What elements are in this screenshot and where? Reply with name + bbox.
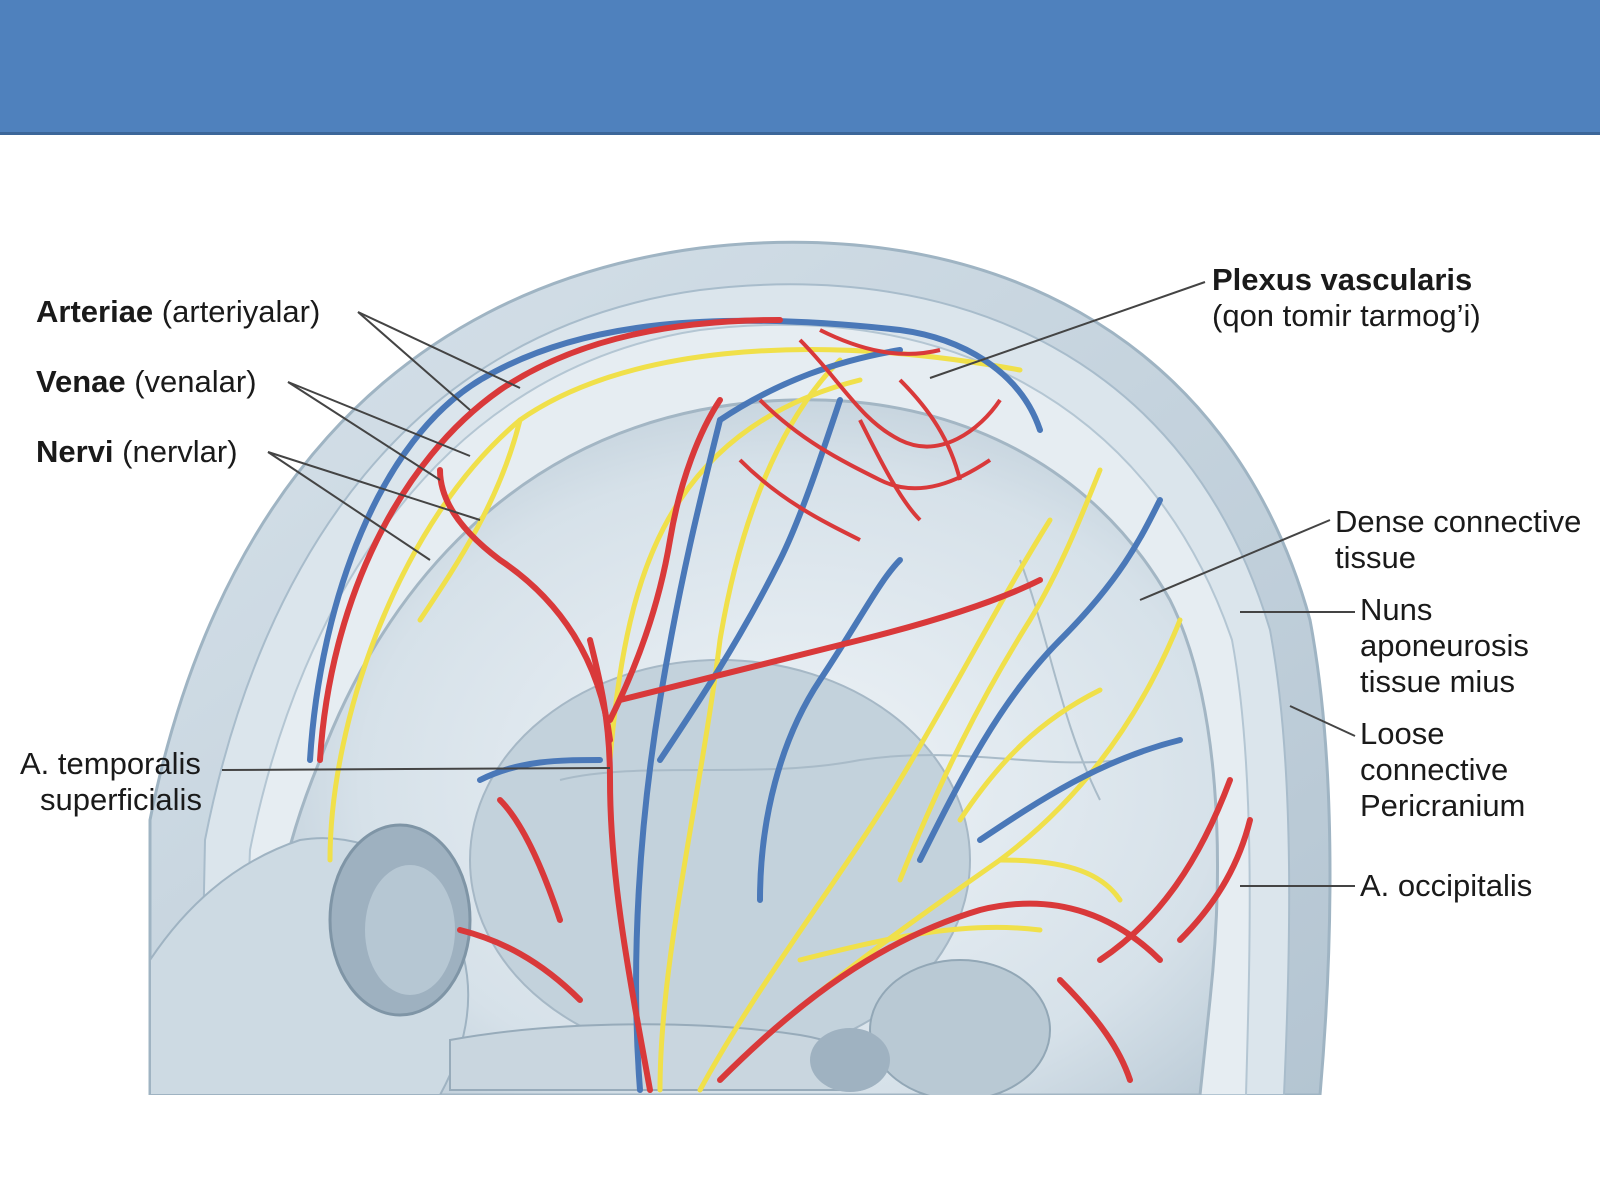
label-a-occipitalis: A. occipitalis bbox=[1360, 868, 1533, 903]
label-nuns-line2: aponeurosis bbox=[1360, 628, 1529, 663]
label-a-temporalis: A. temporalis superficialis bbox=[20, 746, 202, 818]
leader-lines bbox=[221, 281, 1356, 887]
label-loose-line3: Pericranium bbox=[1360, 788, 1526, 823]
nerves bbox=[327, 347, 1183, 1093]
label-loose-line2: connective bbox=[1360, 752, 1509, 787]
label-nuns-aponeurosis: Nuns aponeurosis tissue mius bbox=[1360, 592, 1529, 700]
label-temporalis-line2: superficialis bbox=[40, 782, 202, 817]
label-loose-connective: Loose connective Pericranium bbox=[1360, 716, 1525, 824]
label-dense-line2: tissue bbox=[1335, 540, 1416, 575]
veins bbox=[307, 317, 1183, 1093]
label-plexus-vascularis: Plexus vascularis (qon tomir tarmog’i) bbox=[1212, 262, 1481, 334]
label-nervi-bold: Nervi bbox=[36, 434, 114, 469]
label-arteriae-bold: Arteriae bbox=[36, 294, 154, 329]
label-arteriae: Arteriae (arteriyalar) bbox=[36, 294, 320, 330]
title-banner bbox=[0, 0, 1600, 135]
label-nervi-rest: (nervlar) bbox=[113, 434, 238, 469]
arteries bbox=[317, 317, 1253, 1093]
label-venae: Venae (venalar) bbox=[36, 364, 257, 400]
ear-region bbox=[869, 959, 1051, 1095]
label-temporalis-line1: A. temporalis bbox=[20, 746, 201, 781]
label-nervi: Nervi (nervlar) bbox=[36, 434, 238, 470]
label-dense-connective: Dense connective tissue bbox=[1335, 504, 1581, 576]
label-arteriae-rest: (arteriyalar) bbox=[153, 294, 321, 329]
label-dense-line1: Dense connective bbox=[1335, 504, 1582, 539]
label-nuns-line3: tissue mius bbox=[1360, 664, 1516, 699]
label-loose-line1: Loose bbox=[1360, 716, 1445, 751]
scalp-anatomy-illustration bbox=[148, 240, 1356, 1095]
label-plexus-sub: (qon tomir tarmog’i) bbox=[1212, 298, 1481, 333]
label-venae-rest: (venalar) bbox=[125, 364, 257, 399]
label-nuns-line1: Nuns bbox=[1360, 592, 1433, 627]
plexus-network bbox=[738, 328, 1002, 542]
label-venae-bold: Venae bbox=[36, 364, 126, 399]
label-plexus-title: Plexus vascularis bbox=[1212, 262, 1473, 297]
